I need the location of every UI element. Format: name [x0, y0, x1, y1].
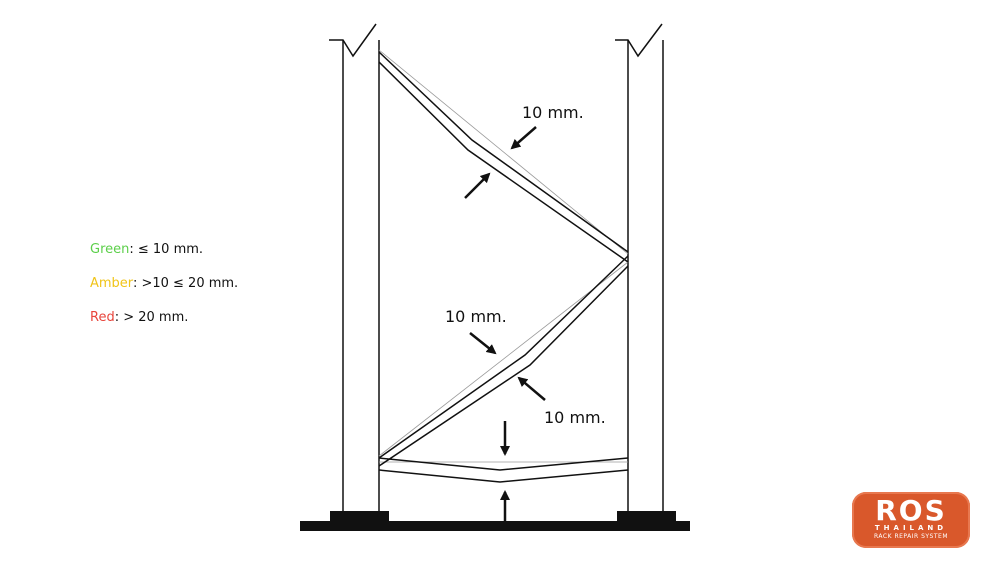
- upper-brace-dimension: 10 mm.: [522, 103, 584, 122]
- legend-amber: Amber: >10 ≤ 20 mm.: [90, 276, 238, 291]
- legend-red: Red: > 20 mm.: [90, 310, 188, 325]
- lower-brace-top-dimension: 10 mm.: [445, 307, 507, 326]
- lower-diagonal-brace: [378, 255, 629, 467]
- reference-lines: [378, 49, 629, 463]
- legend-amber-label: Amber: [90, 276, 133, 291]
- logo-country: THAILAND: [874, 524, 948, 532]
- left-base-plate: [330, 511, 389, 523]
- logo-tagline: RACK REPAIR SYSTEM: [873, 533, 948, 540]
- legend-amber-text: : >10 ≤ 20 mm.: [132, 276, 239, 291]
- legend-green: Green: ≤ 10 mm.: [90, 242, 203, 257]
- lower-brace-arrow-bottom: [517, 376, 546, 401]
- upper-diagonal-brace: [378, 51, 629, 263]
- right-base-plate: [617, 511, 676, 523]
- logo-name: ROS: [875, 494, 947, 527]
- lower-brace-bottom-dimension: 10 mm.: [544, 408, 606, 427]
- horizontal-brace: [378, 457, 629, 483]
- left-upright: [329, 23, 380, 511]
- upper-brace-arrow-bottom: [464, 172, 491, 199]
- right-upright: [615, 23, 664, 511]
- ros-logo: ROS THAILAND RACK REPAIR SYSTEM: [852, 492, 970, 548]
- legend-green-label: Green: [90, 242, 130, 257]
- legend-red-label: Red: [90, 310, 115, 325]
- lower-brace-arrow-top: [469, 332, 497, 355]
- floor-beam: [300, 521, 690, 531]
- upper-brace-arrow-top: [510, 126, 537, 150]
- legend-red-text: : > 20 mm.: [114, 310, 189, 325]
- legend-green-text: : ≤ 10 mm.: [129, 242, 204, 257]
